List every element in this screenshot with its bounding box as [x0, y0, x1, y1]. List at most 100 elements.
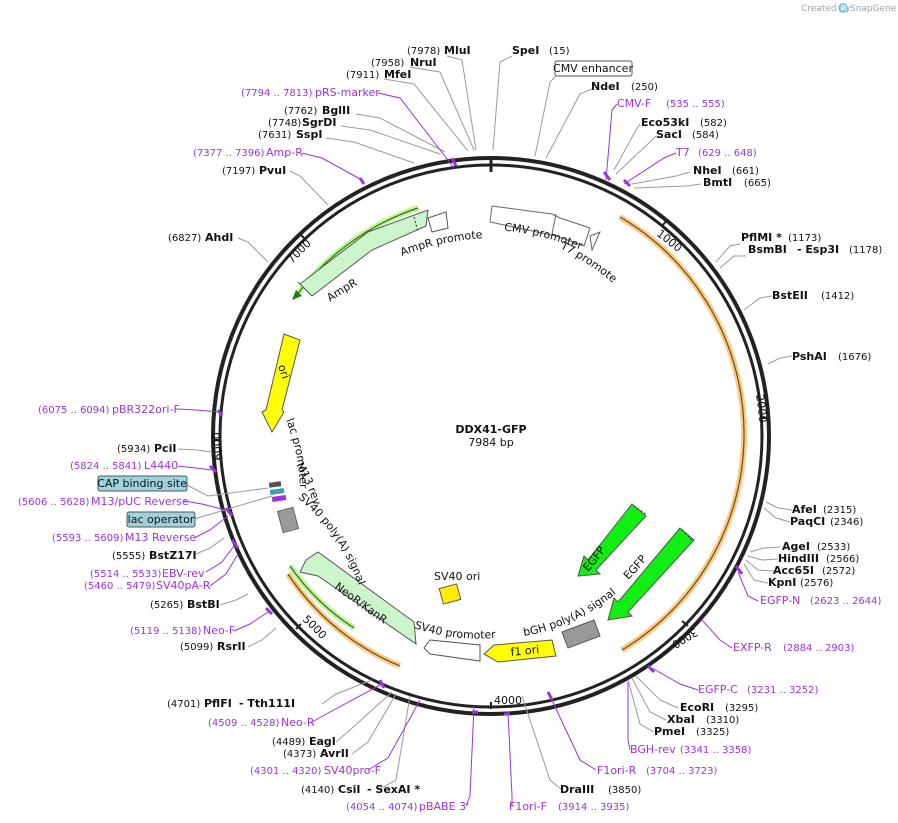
leader-lac-operator: [193, 495, 273, 520]
site-mlui-name[interactable]: MluI: [444, 44, 471, 57]
site-mfei-pos: (7911): [346, 70, 379, 81]
site-rsrii-name[interactable]: RsrII: [217, 640, 246, 653]
site-csii-name[interactable]: CsiI: [338, 783, 360, 796]
site-draiii-name[interactable]: DraIII: [560, 783, 594, 796]
site-xbai-name[interactable]: XbaI: [667, 713, 695, 726]
t7-promoter-arrow[interactable]: [589, 231, 601, 252]
primer-t7-range: (629 .. 648): [698, 148, 757, 159]
primer-pbabe3-name[interactable]: pBABE 3': [419, 800, 469, 813]
primer-m13-rev-name[interactable]: M13 Reverse: [125, 531, 196, 544]
site-bstz17i-pos: (5555): [112, 551, 145, 562]
primer-neo-f-name[interactable]: Neo-F: [203, 624, 235, 637]
egfp-arrow-1[interactable]: [577, 503, 647, 577]
primer-mark-neo-r: [378, 679, 386, 689]
site-pmei-pos: (3325): [696, 727, 729, 738]
primer-cmv-f-name[interactable]: CMV-F: [617, 97, 651, 110]
site-ahdi-name[interactable]: AhdI: [205, 231, 233, 244]
tick-1000: [661, 219, 668, 227]
site-pmei-name[interactable]: PmeI: [654, 725, 685, 738]
leader-neo-r: [311, 683, 383, 723]
site-bsmbi-name[interactable]: BsmBI: [748, 243, 787, 256]
site-nhei-name[interactable]: NheI: [693, 164, 722, 177]
primer-bgh-rev-name[interactable]: BGH-rev: [630, 743, 676, 756]
f1-ori-arrow[interactable]: [483, 639, 557, 663]
primer-m13puc-name[interactable]: M13/pUC Reverse: [91, 495, 189, 508]
site-esp3i-name[interactable]: - Esp3I: [797, 243, 839, 256]
site-nrui-name[interactable]: NruI: [410, 56, 437, 69]
site-bsteii-name[interactable]: BstEII: [772, 289, 808, 302]
site-pcii-name[interactable]: PciI: [154, 442, 176, 455]
primer-amp-r-name[interactable]: Amp-R: [266, 146, 303, 159]
site-sexai-name[interactable]: - SexAI *: [367, 783, 420, 796]
site-afei-pos: (2315): [823, 505, 856, 516]
site-ndei-name[interactable]: NdeI: [591, 80, 620, 93]
site-afei-name[interactable]: AfeI: [792, 503, 817, 516]
site-bstbi-name[interactable]: BstBI: [187, 598, 220, 611]
ori-arrow[interactable]: [261, 333, 301, 434]
site-pflmi-name[interactable]: PflMI *: [741, 231, 782, 244]
m13-rev-mark: [271, 495, 287, 502]
leader-pflmi: [715, 243, 741, 263]
leader-eagi: [335, 691, 393, 743]
site-ahdi-pos: (6827): [168, 233, 201, 244]
site-pcii-pos: (5934): [117, 444, 150, 455]
cmv-promoter-arrow[interactable]: [489, 205, 591, 247]
lac-operator-box[interactable]: [126, 511, 196, 528]
site-pvui-name[interactable]: PvuI: [259, 164, 286, 177]
primer-t7-name[interactable]: T7: [675, 146, 690, 159]
neor-cds-line: [289, 565, 355, 629]
site-bglii-name[interactable]: BglII: [322, 104, 350, 117]
site-eco53ki-name[interactable]: Eco53kI: [641, 116, 689, 129]
bgh-polya-feature[interactable]: [561, 619, 601, 649]
primer-egfp-n-name[interactable]: EGFP-N: [760, 594, 800, 607]
cap-site-box[interactable]: [97, 475, 188, 492]
site-kpni-name[interactable]: KpnI: [768, 576, 796, 589]
primer-f1ori-f-name[interactable]: F1ori-F: [509, 800, 547, 813]
ampr-arrow[interactable]: [297, 209, 429, 297]
site-saci-name[interactable]: SacI: [656, 128, 682, 141]
sv40-promoter-arrow[interactable]: [423, 639, 481, 662]
primer-prs-marker-name[interactable]: pRS-marker: [315, 86, 380, 99]
site-paqci-name[interactable]: PaqCI: [790, 515, 825, 528]
site-bmti-name[interactable]: BmtI: [703, 176, 732, 189]
primer-sv40pro-f-name[interactable]: SV40pro-F: [324, 764, 381, 777]
tick-label-6000: 6000: [210, 432, 225, 461]
egfp-arrow-2[interactable]: [607, 527, 695, 621]
site-eagi-name[interactable]: EagI: [309, 735, 336, 748]
site-spei-name[interactable]: SpeI: [512, 44, 539, 57]
site-mfei-name[interactable]: MfeI: [384, 68, 411, 81]
site-bstz17i-name[interactable]: BstZ17I: [149, 549, 197, 562]
brand-name[interactable]: SnapGene: [850, 4, 897, 14]
primer-ebv-rev-name[interactable]: EBV-rev: [162, 567, 205, 580]
primer-f1ori-r-name[interactable]: F1ori-R: [597, 764, 637, 777]
primer-sv40pa-r-name[interactable]: SV40pA-R: [156, 579, 211, 592]
leader-paqci: [763, 507, 791, 523]
site-pshai-name[interactable]: PshAI: [792, 350, 827, 363]
sv40-ori-feature[interactable]: [438, 583, 462, 605]
site-acc65i-name[interactable]: Acc65I: [773, 564, 814, 577]
cmv-enhancer-box[interactable]: [554, 60, 633, 77]
site-sgrdi-name[interactable]: SgrDI: [302, 116, 336, 129]
site-tth111i-name[interactable]: - Tth111I: [239, 697, 295, 710]
site-avrii-name[interactable]: AvrII: [320, 747, 349, 760]
primer-pbr322ori-f-name[interactable]: pBR322ori-F: [112, 403, 180, 416]
leader-bsmbi: [719, 255, 746, 269]
primer-mark-egfp-n: [734, 565, 744, 575]
site-pflfi-name[interactable]: PflFI: [204, 697, 232, 710]
primer-egfp-c-name[interactable]: EGFP-C: [698, 683, 738, 696]
primer-l4440-name[interactable]: L4440: [144, 459, 178, 472]
site-hindiii-name[interactable]: HindIII: [778, 552, 819, 565]
neor-arrow[interactable]: [299, 551, 417, 646]
primer-neo-r-name[interactable]: Neo-R: [281, 716, 315, 729]
site-ecori-name[interactable]: EcoRI: [680, 701, 714, 714]
primer-exfp-r-name[interactable]: EXFP-R: [733, 641, 772, 654]
leader-pvui: [289, 170, 329, 206]
ampr-cds-arrowhead: [292, 290, 302, 300]
site-sspi-name[interactable]: SspI: [296, 128, 322, 141]
sv40-polya-feature[interactable]: [276, 506, 300, 534]
cap-site-label: CAP binding site: [97, 477, 187, 490]
leader-bglii: [355, 113, 446, 153]
ampr-promoter-arrow[interactable]: [427, 211, 449, 233]
site-agei-name[interactable]: AgeI: [782, 540, 810, 553]
